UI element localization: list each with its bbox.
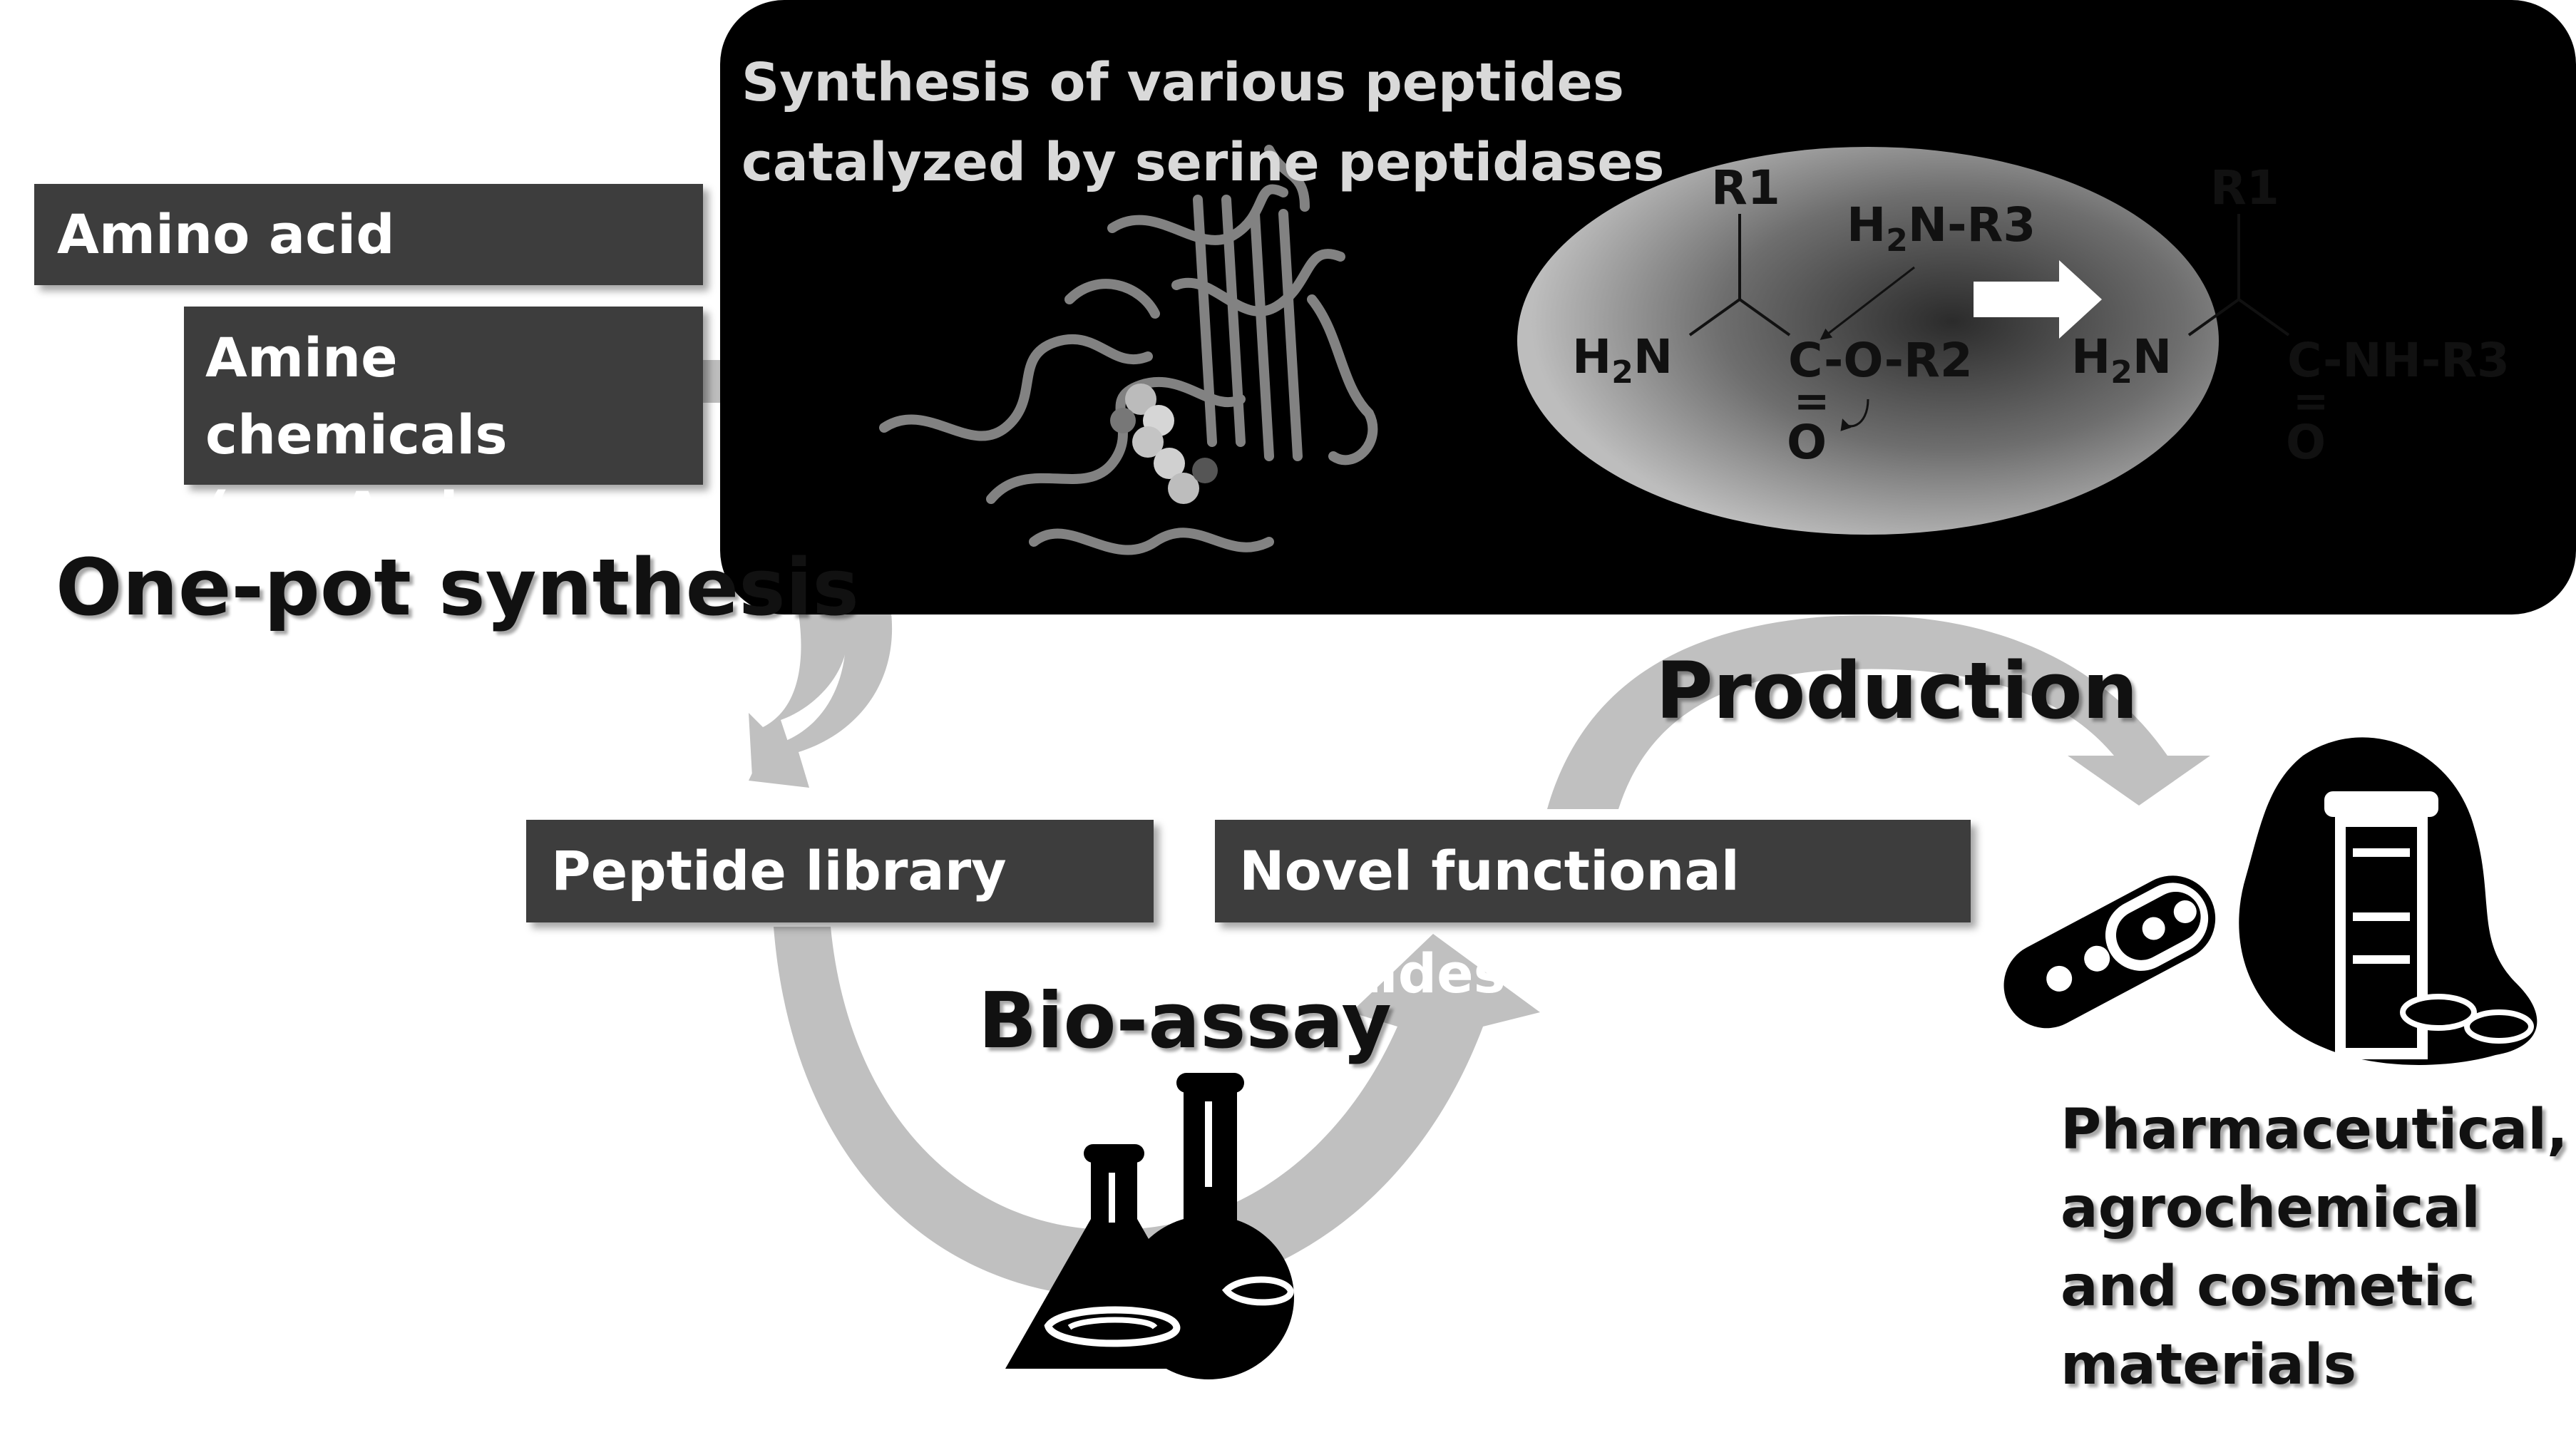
- applications-line-2: agrochemical: [2061, 1176, 2480, 1240]
- peptide-library-label: Peptide library: [551, 839, 1007, 902]
- product-amide: C-NH-R3: [2287, 333, 2510, 388]
- electron-curl-arrow: [1840, 398, 1869, 431]
- product-oxygen: O: [2286, 415, 2326, 470]
- peptide-library-box: Peptide library: [526, 820, 1154, 922]
- reactant-ester: C-O-R2: [1788, 333, 1973, 388]
- amine-chemicals-box: Amine chemicals (ex. Amino acids): [184, 307, 703, 620]
- arrow-to-peptide-library-body: [749, 613, 893, 788]
- product-amine: H2N: [2071, 329, 2172, 391]
- product-bonds: [2187, 214, 2290, 336]
- reactant-r1: R1: [1711, 160, 1780, 215]
- nucleophile-amine: H2N-R3: [1847, 197, 2036, 259]
- pharmaceutical-icon: [2003, 737, 2537, 1065]
- reactant-double-bond: =: [1794, 376, 1830, 426]
- synthesis-title-line-1: Synthesis of various peptides: [742, 52, 1624, 113]
- bio-assay-label: Bio-assay: [978, 977, 1392, 1066]
- product-double-bond: =: [2293, 376, 2329, 426]
- flasks-icon: [1005, 1073, 1294, 1379]
- ligand-spheres: [1110, 384, 1218, 504]
- production-arc: [1547, 615, 2210, 809]
- production-label: Production: [1656, 645, 2138, 736]
- novel-peptides-box: Novel functional peptides: [1215, 820, 1971, 1005]
- reactant-bonds: [1688, 214, 1791, 336]
- applications-text: Pharmaceutical, agrochemical and cosmeti…: [2061, 1091, 2568, 1404]
- reaction-white-arrow: [1974, 260, 2102, 339]
- nucleophile-attack-arrow: [1820, 266, 1915, 340]
- synthesis-panel-title: Synthesis of various peptides catalyzed …: [742, 43, 1664, 202]
- applications-line-3: and cosmetic: [2061, 1255, 2475, 1319]
- bio-assay-arc: [774, 927, 1540, 1298]
- applications-line-4: materials: [2061, 1333, 2357, 1397]
- applications-line-1: Pharmaceutical,: [2061, 1098, 2568, 1162]
- amine-chemicals-label: Amine chemicals: [205, 326, 508, 466]
- novel-peptides-label: Novel functional peptides: [1239, 839, 1740, 1005]
- reactant-oxygen: O: [1787, 415, 1827, 470]
- amine-chemicals-example: (ex. Amino acids): [205, 480, 535, 620]
- product-r1: R1: [2210, 160, 2279, 215]
- reaction-ellipse: [1517, 147, 2219, 535]
- reactant-amine: H2N: [1572, 329, 1673, 391]
- amino-acid-derivatives-box: Amino acid derivatives: [34, 184, 703, 367]
- enzyme-structure-image: [879, 145, 1378, 555]
- synthesis-title-line-2: catalyzed by serine peptidases: [742, 132, 1665, 193]
- one-pot-synthesis-label: One-pot synthesis: [56, 542, 859, 633]
